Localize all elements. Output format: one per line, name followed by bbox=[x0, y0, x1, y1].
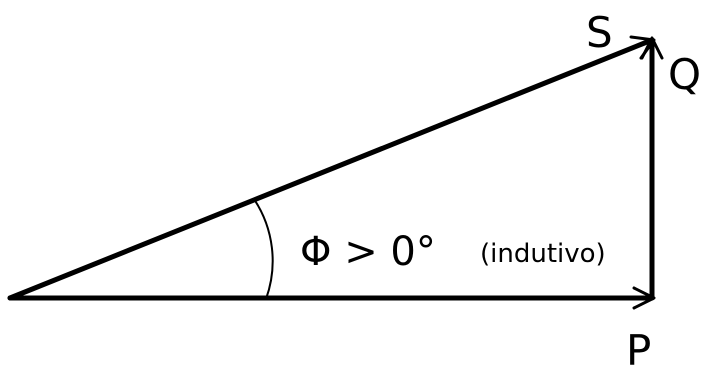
p-label: P bbox=[626, 326, 651, 368]
q-label: Q bbox=[668, 50, 701, 99]
angle-label: Φ > 0° bbox=[300, 229, 436, 275]
q-vector-arrowhead bbox=[640, 36, 664, 60]
s-vector-line bbox=[7, 37, 655, 301]
angle-note-label: (indutivo) bbox=[480, 239, 606, 269]
s-label: S bbox=[586, 8, 613, 57]
angle-arc bbox=[253, 198, 274, 300]
